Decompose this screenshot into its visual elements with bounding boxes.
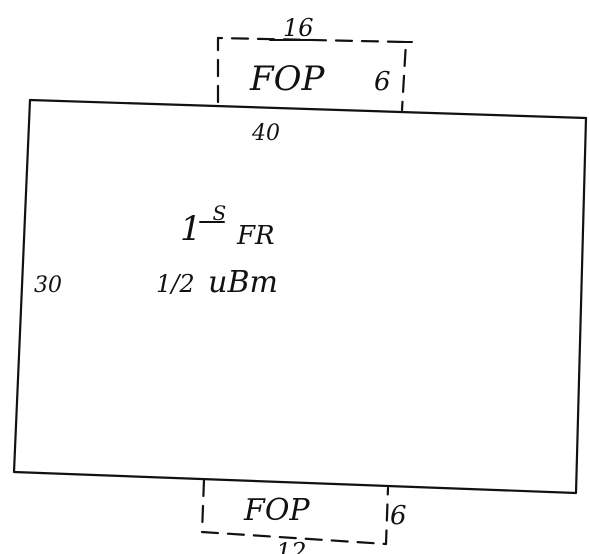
bottom-porch-width-label: 12 [276,538,307,554]
top-porch-width-label: 16 [283,14,314,42]
bottom-porch-outline [200,478,390,546]
main-room-outline [12,98,588,495]
floor-label-sup: S [212,201,226,225]
floor-label-rest: FR [236,221,275,251]
foundation-fraction: 1/2 [156,270,195,298]
bottom-porch-label: FOP [243,493,310,528]
floor-label: 1 S FR [180,189,275,251]
floor-label-base: 1 [180,209,202,249]
foundation-label: 1/2 uBm [156,265,278,300]
top-porch-depth-label: 6 [374,67,391,97]
top-porch-label: FOP [249,59,325,99]
foundation-text: uBm [208,265,278,300]
bottom-porch-depth-label: 6 [390,501,407,531]
main-room-width-label: 40 [251,121,280,146]
main-room-depth-label: 30 [34,273,62,298]
